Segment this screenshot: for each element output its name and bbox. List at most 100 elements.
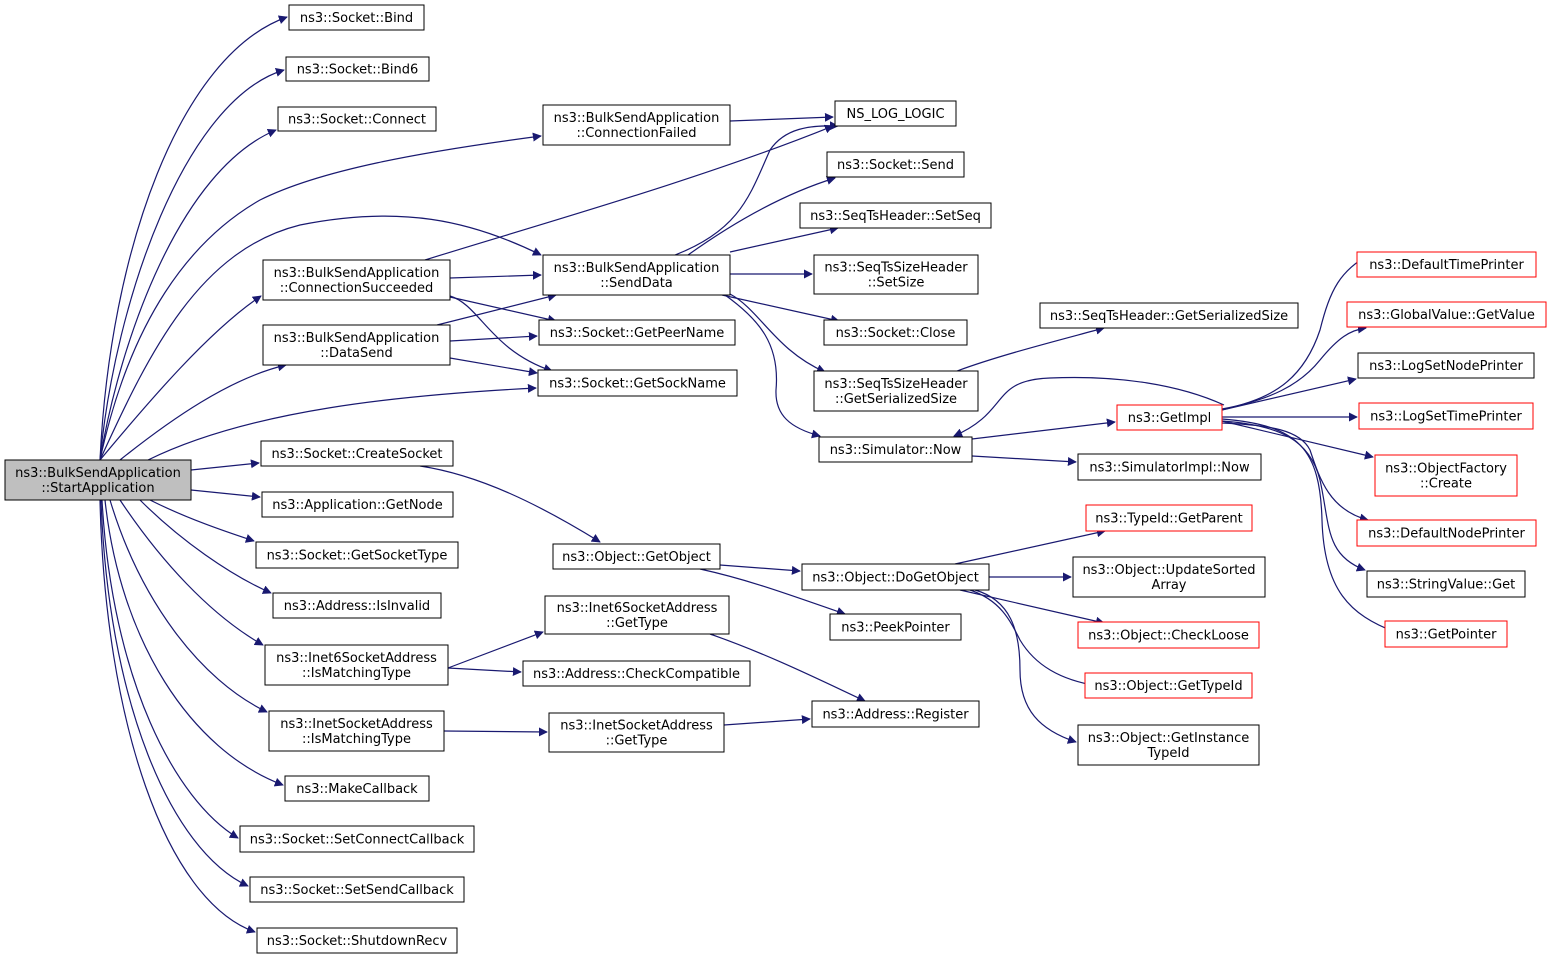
node-label-line: ::GetType bbox=[606, 616, 668, 631]
node-label-line: ::GetType bbox=[606, 734, 668, 749]
node-box bbox=[268, 710, 445, 752]
function-node-setsendcb[interactable]: ns3::Socket::SetSendCallback bbox=[249, 876, 465, 903]
call-edge-inet6type-to-register bbox=[709, 633, 866, 702]
call-edge-dogetobj-to-getinsttype bbox=[974, 589, 1077, 744]
function-node-objfactory[interactable]: ns3::ObjectFactory::Create bbox=[1374, 454, 1518, 497]
function-node-checkloose[interactable]: ns3::Object::CheckLoose bbox=[1077, 621, 1260, 649]
node-box bbox=[277, 106, 437, 132]
function-node-logtime[interactable]: ns3::LogSetTimePrinter bbox=[1358, 402, 1534, 430]
call-edge-getimpl-to-strget bbox=[1221, 420, 1366, 572]
node-box bbox=[544, 595, 730, 635]
function-node-sizeserial[interactable]: ns3::SeqTsSizeHeader::GetSerializedSize bbox=[813, 370, 979, 412]
node-label-line: ns3::SeqTsSizeHeader bbox=[824, 261, 968, 276]
function-node-getpeer[interactable]: ns3::Socket::GetPeerName bbox=[538, 319, 736, 346]
function-node-connsucc[interactable]: ns3::BulkSendApplication::ConnectionSucc… bbox=[262, 259, 451, 301]
call-edge-start-to-inet6match bbox=[119, 499, 264, 646]
node-box bbox=[834, 100, 957, 127]
function-node-implnow[interactable]: ns3::SimulatorImpl::Now bbox=[1077, 453, 1262, 481]
function-node-seqserial[interactable]: ns3::SeqTsHeader::GetSerializedSize bbox=[1039, 302, 1299, 329]
node-label-line: ns3::SeqTsSizeHeader bbox=[824, 377, 968, 392]
function-node-senddata[interactable]: ns3::BulkSendApplication::SendData bbox=[542, 254, 731, 296]
function-node-connfailed[interactable]: ns3::BulkSendApplication::ConnectionFail… bbox=[542, 104, 731, 146]
node-box bbox=[811, 700, 980, 728]
function-node-connect[interactable]: ns3::Socket::Connect bbox=[277, 106, 437, 132]
function-node-bind[interactable]: ns3::Socket::Bind bbox=[288, 4, 425, 31]
function-node-inet6type[interactable]: ns3::Inet6SocketAddress::GetType bbox=[544, 595, 730, 635]
call-edge-start-to-shutdown bbox=[99, 499, 256, 934]
function-node-deftimeprint[interactable]: ns3::DefaultTimePrinter bbox=[1356, 251, 1537, 278]
node-box bbox=[813, 254, 979, 295]
node-box bbox=[262, 324, 451, 366]
call-edge-datasend-to-getpeer bbox=[449, 331, 538, 342]
function-node-strget[interactable]: ns3::StringValue::Get bbox=[1366, 570, 1526, 598]
function-node-globalval[interactable]: ns3::GlobalValue::GetValue bbox=[1346, 301, 1547, 328]
node-label-line: ns3::Address::IsInvalid bbox=[284, 599, 430, 614]
node-label-line: ::Create bbox=[1420, 477, 1472, 492]
function-node-getobject[interactable]: ns3::Object::GetObject bbox=[552, 543, 721, 570]
call-edge-senddata-to-close bbox=[721, 294, 840, 324]
function-node-simnow[interactable]: ns3::Simulator::Now bbox=[818, 436, 973, 463]
function-node-lognode[interactable]: ns3::LogSetNodePrinter bbox=[1357, 352, 1535, 379]
call-edge-start-to-bind bbox=[99, 15, 288, 461]
function-node-getsock[interactable]: ns3::Socket::GetSockName bbox=[537, 369, 738, 397]
function-node-close[interactable]: ns3::Socket::Close bbox=[823, 319, 968, 346]
call-edge-inet6match-to-inet6type bbox=[447, 630, 544, 669]
function-node-setsize[interactable]: ns3::SeqTsSizeHeader::SetSize bbox=[813, 254, 979, 295]
node-label-line: ns3::BulkSendApplication bbox=[554, 261, 720, 276]
function-node-getnode[interactable]: ns3::Application::GetNode bbox=[261, 491, 454, 518]
call-edge-getobject-to-dogetobj bbox=[719, 564, 801, 575]
node-box bbox=[264, 644, 449, 686]
node-label-line: ns3::Application::GetNode bbox=[272, 498, 443, 513]
function-node-getimpl[interactable]: ns3::GetImpl bbox=[1116, 404, 1223, 431]
call-edge-senddata-to-setseq bbox=[729, 225, 839, 253]
node-box bbox=[537, 369, 738, 397]
node-box bbox=[801, 563, 990, 591]
function-node-inettype[interactable]: ns3::InetSocketAddress::GetType bbox=[548, 712, 725, 753]
node-box bbox=[1084, 672, 1253, 699]
node-label-line: ns3::BulkSendApplication bbox=[274, 331, 440, 346]
node-label-line: ns3::SeqTsHeader::GetSerializedSize bbox=[1050, 309, 1288, 324]
function-node-checkcompat[interactable]: ns3::Address::CheckCompatible bbox=[522, 660, 751, 687]
function-node-start[interactable]: ns3::BulkSendApplication::StartApplicati… bbox=[4, 459, 192, 501]
node-label-line: ns3::Inet6SocketAddress bbox=[276, 651, 437, 666]
node-label-line: ns3::Address::CheckCompatible bbox=[533, 667, 740, 682]
node-label-line: ns3::Object::UpdateSorted bbox=[1082, 563, 1255, 578]
node-label-line: ns3::DefaultNodePrinter bbox=[1368, 527, 1525, 542]
function-node-defnodeprint[interactable]: ns3::DefaultNodePrinter bbox=[1356, 519, 1537, 547]
function-node-isinvalid[interactable]: ns3::Address::IsInvalid bbox=[272, 592, 442, 619]
function-node-nslog[interactable]: NS_LOG_LOGIC bbox=[834, 100, 957, 127]
function-node-setseq[interactable]: ns3::SeqTsHeader::SetSeq bbox=[799, 202, 992, 229]
function-node-peekptr[interactable]: ns3::PeekPointer bbox=[829, 613, 962, 641]
call-edge-start-to-setconncb bbox=[101, 499, 239, 839]
function-node-shutdown[interactable]: ns3::Socket::ShutdownRecv bbox=[256, 927, 458, 954]
call-edge-getimpl-to-getptr bbox=[1221, 418, 1396, 634]
node-label-line: ::ConnectionFailed bbox=[576, 126, 696, 141]
function-node-send[interactable]: ns3::Socket::Send bbox=[826, 151, 965, 178]
function-node-inet6match[interactable]: ns3::Inet6SocketAddress::IsMatchingType bbox=[264, 644, 449, 686]
call-edge-connsucc-to-nslog bbox=[424, 124, 834, 261]
function-node-getptr[interactable]: ns3::GetPointer bbox=[1384, 620, 1508, 648]
node-label-line: ns3::Socket::SetConnectCallback bbox=[250, 833, 465, 848]
node-label-line: ns3::SimulatorImpl::Now bbox=[1089, 461, 1250, 476]
function-node-inetmatch[interactable]: ns3::InetSocketAddress::IsMatchingType bbox=[268, 710, 445, 752]
function-node-createsock[interactable]: ns3::Socket::CreateSocket bbox=[260, 440, 454, 467]
function-node-gettypeid[interactable]: ns3::Object::GetTypeId bbox=[1084, 672, 1253, 699]
call-edge-createsock-to-getobject bbox=[419, 465, 601, 543]
function-node-getsocktype[interactable]: ns3::Socket::GetSocketType bbox=[255, 541, 459, 569]
node-label-line: ns3::GlobalValue::GetValue bbox=[1358, 308, 1535, 323]
function-node-bind6[interactable]: ns3::Socket::Bind6 bbox=[285, 56, 430, 82]
function-node-datasend[interactable]: ns3::BulkSendApplication::DataSend bbox=[262, 324, 451, 366]
node-box bbox=[262, 259, 451, 301]
function-node-setconncb[interactable]: ns3::Socket::SetConnectCallback bbox=[239, 825, 475, 853]
function-node-makecb[interactable]: ns3::MakeCallback bbox=[284, 775, 430, 802]
function-node-register[interactable]: ns3::Address::Register bbox=[811, 700, 980, 728]
call-edge-start-to-getnode bbox=[190, 489, 261, 501]
function-node-dogetobj[interactable]: ns3::Object::DoGetObject bbox=[801, 563, 990, 591]
function-node-typeparent[interactable]: ns3::TypeId::GetParent bbox=[1085, 504, 1253, 532]
node-box bbox=[829, 613, 962, 641]
node-label-line: NS_LOG_LOGIC bbox=[846, 107, 944, 122]
node-label-line: ns3::Object::CheckLoose bbox=[1088, 629, 1249, 644]
call-edge-dogetobj-to-gettypeid bbox=[969, 589, 1099, 690]
